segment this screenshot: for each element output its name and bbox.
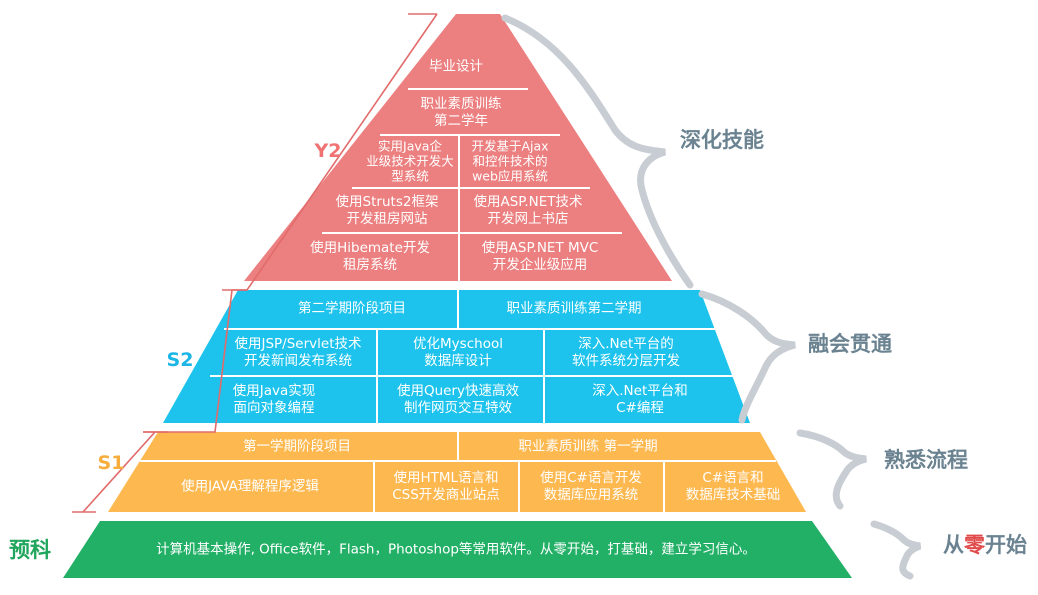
y2-row5-left-line-1: 使用Hibemate开发	[310, 240, 430, 256]
y2-row4-right-label: 使用ASP.NET技术 开发网上书店	[473, 194, 582, 228]
s2-bottom-left-label: 使用Java实现 面向对象编程	[233, 383, 316, 417]
y2-row3-right-label: 开发基于Ajax 和控件技术的 web应用系统	[471, 139, 548, 184]
y2-row3-right-line-3: web应用系统	[472, 168, 548, 184]
s2-mid-right-line-1: 深入.Net平台的	[578, 336, 674, 352]
stage-label-s2: S2	[166, 349, 194, 371]
s2-bottom-right-line-2: C#编程	[616, 400, 664, 416]
y2-row5-left-line-2: 租房系统	[343, 257, 397, 273]
s1-bottom-2-line-1: 使用HTML语言和	[393, 470, 499, 486]
s2-mid-center-line-1: 优化Myschool	[413, 336, 503, 352]
s2-section-shape	[163, 290, 750, 423]
s2-top-left-label: 第二学期阶段项目	[298, 300, 406, 317]
s2-bottom-center-line-2: 制作网页交互特效	[404, 400, 512, 416]
y2-row5-right-line-2: 开发企业级应用	[492, 257, 588, 273]
s2-mid-left-line-1: 使用JSP/Servlet技术	[234, 336, 362, 352]
s2-mid-left-line-2: 开发新闻发布系统	[243, 353, 352, 369]
y2-row4-right-line-1: 使用ASP.NET技术	[473, 194, 583, 210]
stage-label-y2: Y2	[314, 140, 342, 162]
y2-row3-left-label: 实用Java企 业级技术开发大 型系统	[366, 139, 454, 184]
s1-bottom-4-label: C#语言和 数据库技术基础	[686, 470, 781, 504]
s1-bottom-1-label: 使用JAVA理解程序逻辑	[181, 479, 319, 496]
stage-label-s1: S1	[97, 452, 125, 474]
right-label-pre: 从零开始	[943, 529, 1027, 559]
stage-label-pre: 预科	[9, 538, 51, 562]
s2-bottom-center-label: 使用Query快速高效 制作网页交互特效	[397, 383, 519, 417]
brace-y2	[501, 14, 694, 289]
brace-pre	[870, 520, 922, 580]
y2-row3-right-line-2: 和控件技术的	[472, 153, 548, 169]
s2-bottom-left-line-1: 使用Java实现	[232, 383, 316, 399]
y2-quality-line-2: 第二学年	[434, 113, 488, 129]
s1-bottom-3-line-2: 数据库应用系统	[543, 487, 639, 503]
s2-mid-right-label: 深入.Net平台的 软件系统分层开发	[572, 336, 680, 370]
y2-row4-left-label: 使用Struts2框架 开发租房网站	[336, 194, 439, 228]
pre-section-shape	[63, 521, 852, 578]
y2-row3-left-line-2: 业级技术开发大	[366, 153, 454, 169]
s2-bottom-left-line-2: 面向对象编程	[233, 400, 315, 416]
y2-row4-left-line-2: 开发租房网站	[346, 211, 428, 227]
y2-row5-right-label: 使用ASP.NET MVC 开发企业级应用	[482, 240, 599, 274]
right-label-y2: 深化技能	[680, 128, 764, 152]
s1-bottom-2-line-2: CSS开发商业站点	[392, 487, 500, 503]
y2-row3-left-line-1: 实用Java企	[378, 138, 442, 154]
s2-top-right-label: 职业素质训练第二学期	[506, 300, 642, 317]
s2-bottom-right-line-1: 深入.Net平台和	[592, 383, 688, 399]
s2-bottom-right-label: 深入.Net平台和 C#编程	[592, 383, 688, 417]
s1-bottom-2-label: 使用HTML语言和 CSS开发商业站点	[392, 470, 500, 504]
s1-bottom-3-line-1: 使用C#语言开发	[540, 470, 642, 486]
brace-s1	[796, 429, 867, 510]
brace-s2	[698, 290, 796, 424]
y2-row3-right-line-1: 开发基于Ajax	[471, 138, 549, 154]
right-label-pre-after: 开始	[985, 533, 1027, 557]
s1-bottom-4-line-2: 数据库技术基础	[685, 487, 781, 503]
s1-top-right-label: 职业素质训练 第一学期	[518, 438, 658, 455]
y2-row4-right-line-2: 开发网上书店	[487, 211, 569, 227]
right-label-pre-highlight: 零	[964, 533, 985, 557]
y2-row5-right-line-1: 使用ASP.NET MVC	[481, 240, 599, 256]
pre-description-label: 计算机基本操作, Office软件，Flash，Photoshop等常用软件。从…	[156, 541, 756, 558]
s2-mid-center-line-2: 数据库设计	[424, 353, 492, 369]
y2-quality-line-1: 职业素质训练	[420, 96, 502, 112]
s1-bottom-3-label: 使用C#语言开发 数据库应用系统	[540, 470, 642, 504]
right-label-pre-before: 从	[943, 533, 964, 557]
y2-row4-left-line-1: 使用Struts2框架	[335, 194, 439, 210]
y2-row3-left-line-3: 型系统	[391, 168, 429, 184]
s2-mid-right-line-2: 软件系统分层开发	[572, 353, 680, 369]
s1-top-left-label: 第一学期阶段项目	[243, 438, 351, 455]
s2-bottom-center-line-1: 使用Query快速高效	[396, 383, 520, 399]
s1-bottom-4-line-1: C#语言和	[702, 470, 764, 486]
y2-row5-left-label: 使用Hibemate开发 租房系统	[310, 240, 430, 274]
y2-quality-label: 职业素质训练 第二学年	[421, 96, 502, 130]
y2-graduation-label: 毕业设计	[429, 58, 483, 75]
s1-section-shape	[108, 432, 806, 512]
right-label-s2: 融会贯通	[808, 332, 892, 356]
s2-mid-center-label: 优化Myschool 数据库设计	[413, 336, 503, 370]
s1-bottom-1-line-1: 使用JAVA理解程序逻辑	[181, 478, 319, 495]
s2-mid-left-label: 使用JSP/Servlet技术 开发新闻发布系统	[234, 336, 361, 370]
right-label-s1: 熟悉流程	[884, 448, 968, 472]
